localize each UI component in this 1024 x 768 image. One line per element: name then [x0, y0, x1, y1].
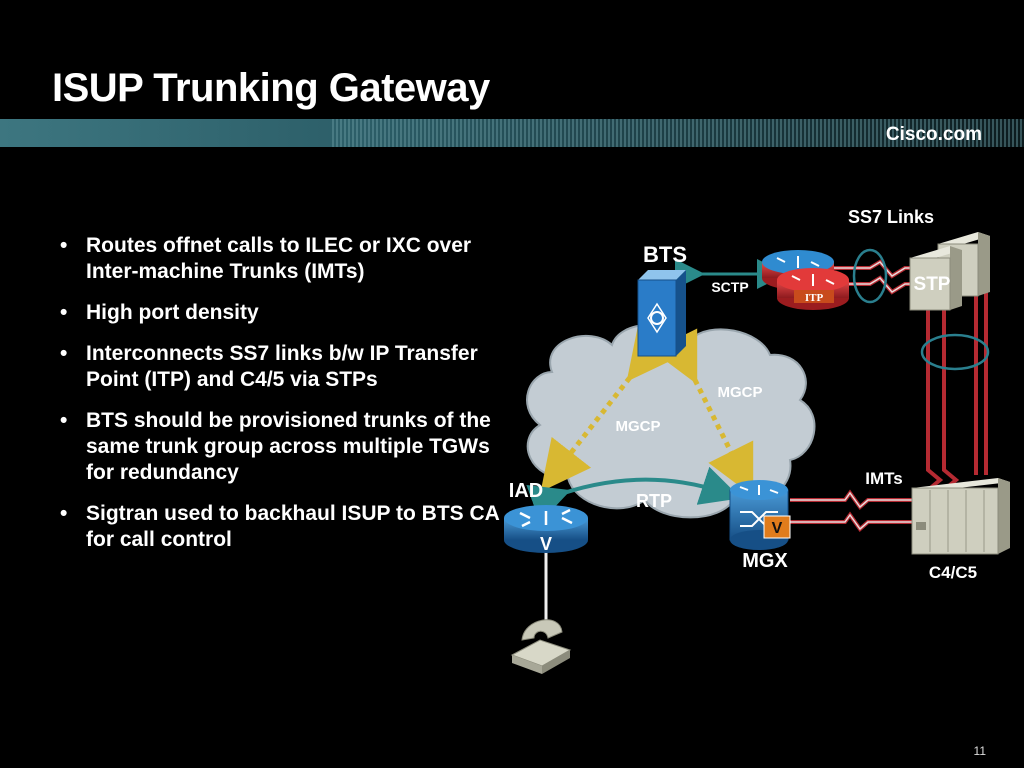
bullet-item: • BTS should be provisioned trunks of the… [60, 408, 510, 486]
itp-label: ITP [805, 292, 824, 304]
stp-link-bundle-ellipse [920, 333, 990, 371]
itp-router-icon [762, 250, 849, 310]
bullet-marker: • [60, 234, 68, 257]
ss7-link-bundle-ellipse [852, 248, 888, 304]
bullet-list: • Routes offnet calls to ILEC or IXC over… [60, 233, 510, 568]
page-title: ISUP Trunking Gateway [52, 66, 490, 110]
header-bar [0, 119, 1024, 147]
bullet-text: High port density [86, 301, 259, 324]
c4c5-label: C4/C5 [929, 563, 977, 582]
ss7-links-label: SS7 Links [848, 207, 934, 227]
mgx-voice-badge: V [772, 520, 783, 537]
cisco-brand-logo: Cisco.com [885, 124, 982, 145]
bullet-marker: • [60, 342, 68, 365]
mgcp-right-label: MGCP [718, 384, 763, 401]
iad-router-icon [504, 505, 588, 553]
mgcp-link-left [540, 326, 678, 492]
iad-voice-badge: V [540, 534, 552, 554]
mgcp-left-label: MGCP [616, 418, 661, 435]
sctp-label: SCTP [711, 279, 748, 295]
bullet-item: • Routes offnet calls to ILEC or IXC over… [60, 233, 510, 285]
imt-link-highlights [790, 491, 912, 531]
bullet-marker: • [60, 409, 68, 432]
mgx-gateway-icon [729, 480, 791, 550]
mgx-label: MGX [742, 550, 788, 572]
imt-links [790, 489, 912, 532]
bullet-marker: • [60, 502, 68, 525]
phone-icon [510, 619, 572, 674]
stp-label: STP [914, 274, 951, 295]
rtp-label: RTP [636, 491, 672, 511]
imts-label: IMTs [865, 469, 902, 488]
bullet-marker: • [60, 301, 68, 324]
bullet-item: • Interconnects SS7 links b/w IP Transfer… [60, 341, 510, 393]
bts-label: BTS [643, 242, 687, 267]
iad-label: IAD [509, 480, 543, 502]
bts-server-icon [637, 270, 686, 357]
slide-number: 11 [973, 744, 986, 758]
c4c5-switch-icon [911, 478, 1010, 555]
bullet-text: Routes offnet calls to ILEC or IXC over … [86, 234, 472, 283]
bullet-text: Interconnects SS7 links b/w IP Transfer … [86, 342, 478, 391]
bullet-text: BTS should be provisioned trunks of the … [86, 409, 491, 484]
bullet-text: Sigtran used to backhaul ISUP to BTS CA … [86, 502, 500, 551]
bullet-item: • Sigtran used to backhaul ISUP to BTS CA… [60, 501, 510, 553]
stp-switch-icon [909, 232, 990, 311]
mgcp-link-right [652, 328, 754, 497]
bullet-item: • High port density [60, 300, 510, 326]
network-diagram: ITP V V [504, 207, 1010, 674]
rtp-link [526, 466, 741, 523]
